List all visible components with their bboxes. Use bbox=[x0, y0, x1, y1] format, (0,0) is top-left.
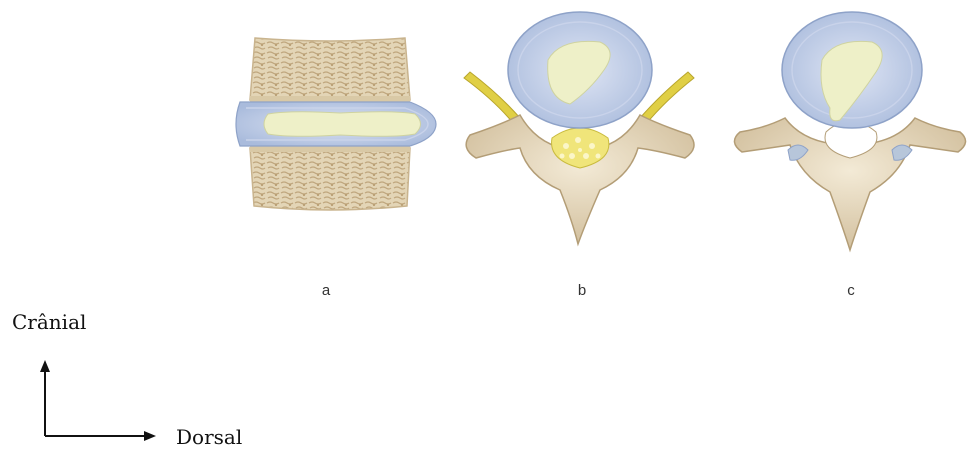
nucleus-pulposus bbox=[264, 112, 421, 137]
panel-c-label: c bbox=[841, 282, 861, 299]
panel-a-label: a bbox=[316, 282, 336, 299]
orientation-axes bbox=[40, 360, 156, 441]
dorsal-label: Dorsal bbox=[176, 425, 242, 449]
cranial-label: Crânial bbox=[12, 310, 86, 334]
upper-vertebral-body bbox=[250, 38, 410, 100]
lower-vertebral-body bbox=[250, 148, 410, 210]
panel-c-axial-view bbox=[734, 12, 965, 250]
panel-a-sagittal-view bbox=[236, 38, 436, 210]
panel-b-label: b bbox=[572, 282, 592, 299]
panel-b-axial-view bbox=[464, 12, 694, 244]
